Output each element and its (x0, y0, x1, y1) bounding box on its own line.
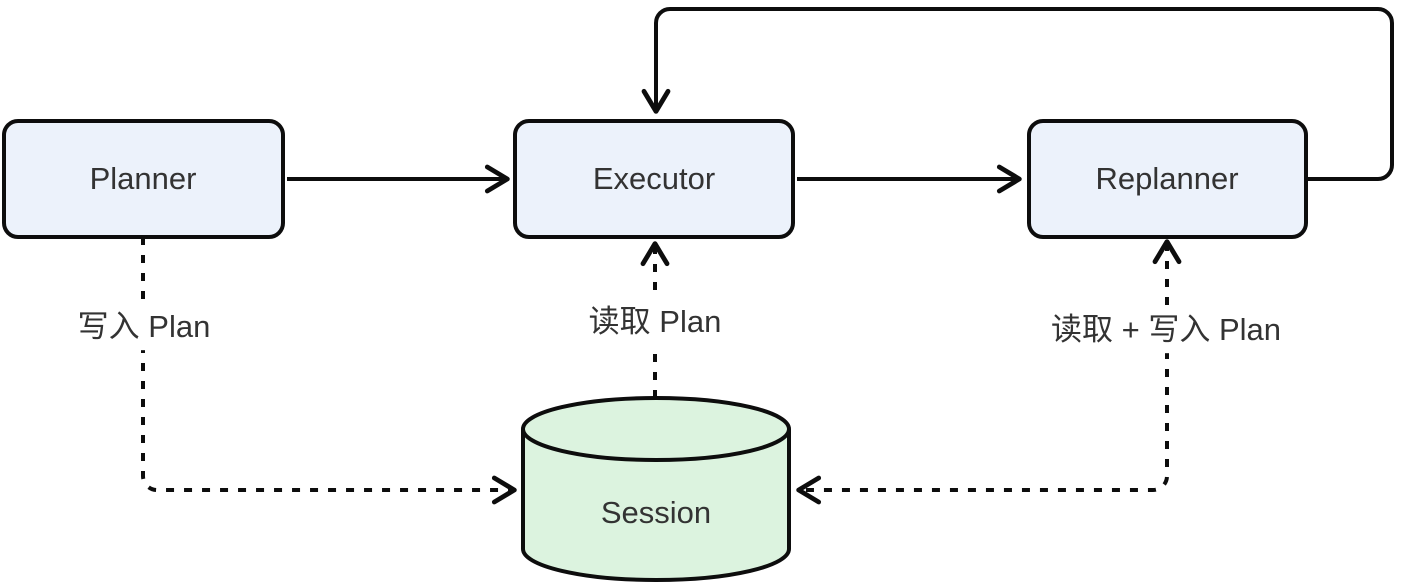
edge-replanner-to-executor-loop (641, 7, 1394, 181)
node-session-top (521, 396, 791, 462)
node-label-replanner: Replanner (1095, 161, 1239, 197)
node-label-session: Session (600, 495, 712, 531)
node-session-body (521, 429, 791, 582)
edge-planner-to-session (141, 237, 517, 505)
node-label-executor: Executor (592, 161, 716, 197)
edge-label-read-plan: 读取 Plan (580, 299, 730, 345)
edge-label-write-plan: 写入 Plan (69, 304, 219, 350)
edge-label-read-write-plan: 读取 + 写入 Plan (1043, 307, 1289, 353)
node-label-planner: Planner (89, 161, 197, 197)
node-replanner (1027, 119, 1308, 239)
node-planner (2, 119, 285, 239)
edge-replanner-to-session (796, 239, 1182, 505)
node-executor (513, 119, 795, 239)
